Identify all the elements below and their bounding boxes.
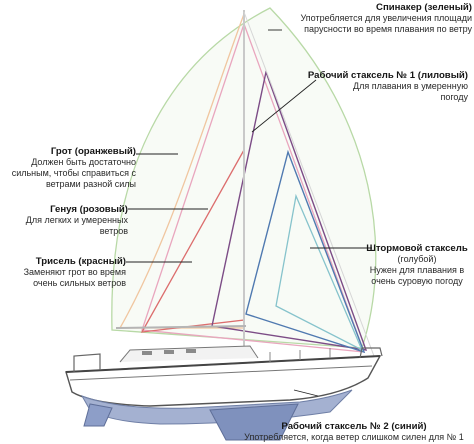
label-working-jib-2: Рабочий стаксель № 2 (синий) Употребляет… xyxy=(236,421,472,443)
storm-jib-desc-line: Нужен для плавания в xyxy=(369,265,465,275)
working-jib-2-sail xyxy=(245,149,366,354)
genoa-desc-line: Для легких и умеренных xyxy=(25,215,128,225)
forestay xyxy=(243,11,375,357)
working-jib-1-title: Рабочий стаксель № 1 (лиловый) xyxy=(307,70,468,81)
trysail-desc-line: очень сильных ветров xyxy=(33,278,126,288)
working-jib-2-title: Рабочий стаксель № 2 (синий) xyxy=(281,421,427,432)
genoa-title: Генуя (розовый) xyxy=(50,204,128,215)
storm-jib-title: Штормовой стаксель xyxy=(366,243,468,254)
trysail-title: Трисель (красный) xyxy=(35,256,126,267)
storm-jib-desc-line: (голубой) xyxy=(397,254,437,264)
trysail-desc-line: Заменяют грот во время xyxy=(23,267,126,277)
spinnaker-desc-line: парусности во время плавания по ветру xyxy=(304,24,472,34)
hull xyxy=(65,345,383,441)
leader-jib2 xyxy=(293,389,319,397)
label-genoa: Генуя (розовый) Для легких и умеренных в… xyxy=(4,204,128,237)
mainsail-sail xyxy=(118,13,245,329)
genoa-desc-line: ветров xyxy=(99,226,128,236)
storm-jib-sail xyxy=(275,193,364,352)
mainsail-desc-line: сильным, чтобы справиться с xyxy=(11,168,136,178)
label-spinnaker: Спинакер (зеленый) Употребляется для уве… xyxy=(266,2,472,35)
spinnaker-title: Спинакер (зеленый) xyxy=(376,2,472,13)
working-jib-2-desc-line: Употребляется, когда ветер слишком силен… xyxy=(244,432,464,442)
label-mainsail: Грот (оранжевый) Должен быть достаточно … xyxy=(4,146,136,190)
spinnaker-desc-line: Употребляется для увеличения площади xyxy=(300,13,472,23)
leader-jib1 xyxy=(251,79,317,133)
label-working-jib-1: Рабочий стаксель № 1 (лиловый) Для плава… xyxy=(292,70,468,103)
working-jib-1-desc-line: Для плавания в умеренную xyxy=(353,81,468,91)
label-trysail: Трисель (красный) Заменяют грот во время… xyxy=(4,256,126,289)
label-storm-jib: Штормовой стаксель (голубой) Нужен для п… xyxy=(360,243,474,287)
working-jib-1-desc-line: погоду xyxy=(440,92,468,102)
working-jib-1-sail xyxy=(211,69,368,351)
boom xyxy=(115,325,247,329)
mainsail-title: Грот (оранжевый) xyxy=(50,146,136,157)
mainsail-desc-line: Должен быть достаточно xyxy=(31,157,136,167)
leader-lines xyxy=(126,29,372,397)
mainsail-desc-line: ветрами разной силы xyxy=(45,179,136,189)
storm-jib-desc-line: очень суровую погоду xyxy=(371,276,463,286)
genoa-sail xyxy=(141,22,365,353)
